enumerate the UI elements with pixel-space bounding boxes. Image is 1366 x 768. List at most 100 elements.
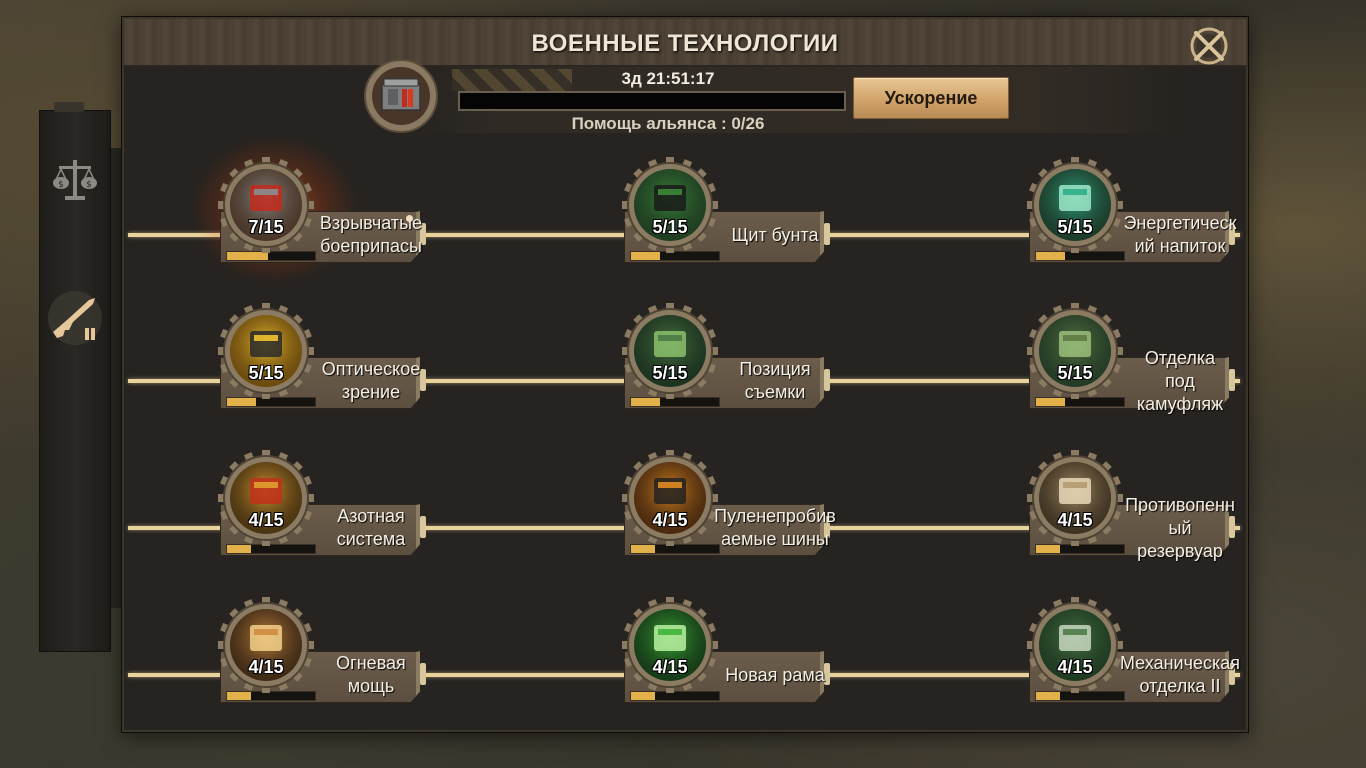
- tech-name: Механическая отделка II: [1119, 653, 1241, 696]
- research-progress-bar: [458, 91, 846, 111]
- tech-name: Огневая мощь: [336, 653, 406, 696]
- tech-progress-bar: [630, 691, 720, 701]
- category-sidebar: [39, 110, 111, 652]
- alliance-help-text: Помощь альянса : 0/26: [571, 114, 765, 133]
- tech-connector-nub: [1229, 663, 1235, 685]
- tech-level: 4/15: [652, 657, 688, 677]
- tech-level: 5/15: [652, 363, 688, 383]
- tech-name: Отделка под камуфляж: [1136, 347, 1224, 414]
- tech-connector-nub: [824, 223, 830, 245]
- svg-text:$: $: [86, 180, 92, 190]
- tech-connector-nub: [824, 663, 830, 685]
- tech-name: Азотная система: [336, 506, 406, 549]
- tech-progress-fill: [631, 398, 661, 406]
- close-icon: [1190, 27, 1228, 65]
- tech-progress-fill: [1036, 545, 1060, 553]
- scales-icon: $ $: [53, 160, 97, 200]
- current-research-icon: [362, 57, 440, 135]
- tech-node[interactable]: 4/15 Механическая отделка II: [979, 595, 1241, 705]
- tech-progress-fill: [1036, 398, 1066, 406]
- tech-connector-nub: [1229, 516, 1235, 538]
- tech-node[interactable]: 4/15 Огневая мощь: [170, 595, 426, 705]
- tech-node[interactable]: 4/15 Новая рама: [574, 595, 830, 705]
- tech-progress-bar: [1035, 251, 1125, 261]
- tech-progress-bar: [1035, 691, 1125, 701]
- car-frame-icon: [620, 595, 720, 695]
- ammo-crate-icon: [216, 155, 316, 255]
- tech-level: 5/15: [1057, 363, 1093, 383]
- riot-shield-icon: [620, 155, 720, 255]
- tech-progress-fill: [227, 692, 251, 700]
- tech-progress-fill: [631, 252, 661, 260]
- military-tech-window: ВОЕННЫЕ ТЕХНОЛОГИИ 3д 21:51:17 Помощь ал…: [122, 17, 1248, 732]
- tech-name: Энергетическ ий напиток: [1123, 213, 1237, 256]
- window-title: ВОЕННЫЕ ТЕХНОЛОГИИ: [531, 30, 839, 57]
- sidebar-item-military[interactable]: [45, 288, 105, 348]
- ammo-crate-icon: [364, 59, 438, 133]
- tech-progress-fill: [631, 692, 655, 700]
- tech-name: Противопенн ый резервуар: [1125, 494, 1235, 561]
- tech-connector-nub: [420, 663, 426, 685]
- tech-name: Оптическое зрение: [321, 359, 421, 402]
- tech-progress-bar: [630, 544, 720, 554]
- tech-level: 5/15: [652, 217, 688, 237]
- close-button[interactable]: [1186, 23, 1232, 69]
- engine-icon: [1025, 595, 1125, 695]
- side-rail: [110, 148, 122, 608]
- tech-name: Позиция съемки: [739, 359, 811, 402]
- scope-icon: [216, 301, 316, 401]
- tech-progress-bar: [226, 251, 316, 261]
- hazard-stripes: [452, 69, 572, 91]
- tech-level: 4/15: [1057, 510, 1093, 530]
- title-bar: ВОЕННЫЕ ТЕХНОЛОГИИ: [124, 19, 1246, 67]
- tech-node[interactable]: 5/15 Оптическое зрение: [170, 301, 426, 411]
- tech-connector-nub: [420, 369, 426, 391]
- tech-progress-fill: [227, 252, 269, 260]
- tech-level: 4/15: [1057, 657, 1093, 677]
- rifle-icon: [48, 291, 102, 345]
- tech-level: 4/15: [248, 510, 284, 530]
- tech-node[interactable]: 5/15 Энергетическ ий напиток: [979, 155, 1237, 265]
- tech-connector-nub: [420, 223, 426, 245]
- tech-progress-bar: [226, 397, 316, 407]
- tech-connector-nub: [824, 516, 830, 538]
- tech-name: Пуленепробив аемые шины: [714, 506, 836, 549]
- tech-node[interactable]: 5/15 Отделка под камуфляж: [979, 301, 1235, 414]
- tech-progress-bar: [630, 251, 720, 261]
- tank-reservoir-icon: [1025, 448, 1125, 548]
- tech-level: 7/15: [248, 217, 284, 237]
- tech-node[interactable]: 4/15 Пуленепробив аемые шины: [574, 448, 836, 558]
- svg-text:$: $: [58, 180, 64, 190]
- gun-fire-icon: [216, 595, 316, 695]
- tech-level: 5/15: [248, 363, 284, 383]
- tech-connector-nub: [824, 369, 830, 391]
- tech-progress-bar: [226, 544, 316, 554]
- tire-icon: [620, 448, 720, 548]
- tech-progress-fill: [227, 398, 257, 406]
- tech-progress-bar: [1035, 397, 1125, 407]
- tech-progress-fill: [1036, 692, 1060, 700]
- nitro-icon: [216, 448, 316, 548]
- sidebar-item-economy[interactable]: $ $: [45, 150, 105, 210]
- tech-level: 5/15: [1057, 217, 1093, 237]
- sniper-position-icon: [620, 301, 720, 401]
- side-panel-cap: [54, 102, 84, 112]
- tech-progress-fill: [1036, 252, 1066, 260]
- tech-level: 4/15: [248, 657, 284, 677]
- tech-progress-fill: [227, 545, 251, 553]
- camouflage-icon: [1025, 301, 1125, 401]
- tech-connector-nub: [1229, 369, 1235, 391]
- tech-connector-nub: [1229, 223, 1235, 245]
- tech-level: 4/15: [652, 510, 688, 530]
- tech-node[interactable]: 4/15 Азотная система: [170, 448, 426, 558]
- tech-node[interactable]: 5/15 Позиция съемки: [574, 301, 830, 411]
- notification-dot: [406, 215, 413, 222]
- tech-progress-fill: [631, 545, 655, 553]
- tech-connector-nub: [420, 516, 426, 538]
- tech-progress-bar: [630, 397, 720, 407]
- tech-node[interactable]: 4/15 Противопенн ый резервуар: [979, 448, 1235, 561]
- speedup-button[interactable]: Ускорение: [853, 77, 1009, 119]
- tech-name: Новая рама: [725, 664, 825, 685]
